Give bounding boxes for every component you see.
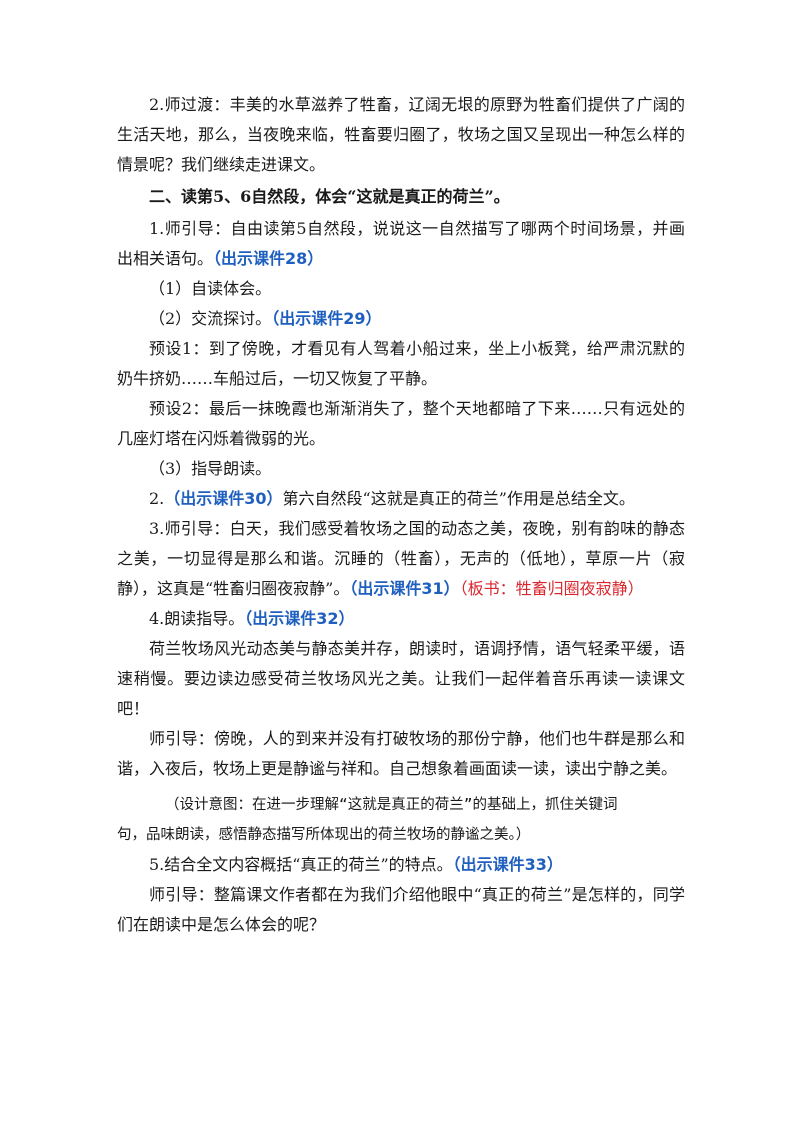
paragraph-text: 预设1：到了傍晚，才看见有人驾着小船过来，坐上小板凳，给严肃沉默的奶牛挤奶……车… [117,339,685,388]
document-body: 2.师过渡：丰美的水草滋养了牲畜，辽阔无垠的原野为牲畜们提供了广阔的生活天地，那… [117,90,685,940]
note-text: （设计意图：在进一步理解“这就是真正的荷兰”的基础上，抓住关键词 [165,797,618,813]
paragraph-text: 荷兰牧场风光动态美与静态美并存，朗读时，语调抒情，语气轻柔平缓，语速稍慢。要边读… [117,639,685,718]
board-note: （板书：牲畜归圈夜寂静） [459,579,644,598]
paragraph-text: 4.朗读指导。 [149,609,245,628]
courseware-tag: （出示课件30） [164,489,283,508]
courseware-tag: （出示课件32） [244,609,355,628]
paragraph-text: 预设2：最后一抹晚霞也渐渐消失了，整个天地都暗了下来……只有远处的几座灯塔在闪烁… [117,399,685,448]
guide-paragraph-5: 5.结合全文内容概括“真正的荷兰”的特点。（出示课件33） [117,850,685,880]
heading-text: 二、读第5、6自然段，体会“这就是真正的荷兰”。 [149,187,510,206]
summary-paragraph: 2.（出示课件30）第六自然段“这就是真正的荷兰”作用是总结全文。 [117,484,685,514]
guide-paragraph-1: 1.师引导：自由读第5自然段，说说这一自然描写了哪两个时间场景，并画出相关语句。… [117,214,685,274]
section-heading: 二、读第5、6自然段，体会“这就是真正的荷兰”。 [117,180,685,214]
courseware-tag: （出示课件31） [349,579,460,598]
paragraph-text: 第六自然段“这就是真正的荷兰”作用是总结全文。 [282,489,635,508]
reading-guide-paragraph: 荷兰牧场风光动态美与静态美并存，朗读时，语调抒情，语气轻柔平缓，语速稍慢。要边读… [117,634,685,724]
note-text: 句，品味朗读，感悟静态描写所体现出的荷兰牧场的静谧之美。） [117,827,531,843]
step-self-read: （1）自读体会。 [117,274,685,304]
courseware-tag: （出示课件33） [452,855,563,874]
courseware-tag: （出示课件29） [271,309,382,328]
paragraph-text: （3）指导朗读。 [149,459,272,478]
step-guided-reading: （3）指导朗读。 [117,454,685,484]
paragraph-text: 5.结合全文内容概括“真正的荷兰”的特点。 [149,855,453,874]
closing-guide-paragraph: 师引导：整篇课文作者都在为我们介绍他眼中“真正的荷兰”是怎样的，同学们在朗读中是… [117,880,685,940]
paragraph-text: （2）交流探讨。 [149,309,272,328]
transition-paragraph: 2.师过渡：丰美的水草滋养了牲畜，辽阔无垠的原野为牲畜们提供了广阔的生活天地，那… [117,90,685,180]
teacher-guide-paragraph: 师引导：傍晚，人的到来并没有打破牧场的那份宁静，他们也牛群是那么和谐，入夜后，牧… [117,724,685,784]
paragraph-text: 师引导：整篇课文作者都在为我们介绍他眼中“真正的荷兰”是怎样的，同学们在朗读中是… [117,885,685,934]
design-intent-line-1: （设计意图：在进一步理解“这就是真正的荷兰”的基础上，抓住关键词 [117,790,685,820]
design-intent-line-2: 句，品味朗读，感悟静态描写所体现出的荷兰牧场的静谧之美。） [117,820,685,850]
courseware-tag: （出示课件28） [213,249,324,268]
preset-2: 预设2：最后一抹晚霞也渐渐消失了，整个天地都暗了下来……只有远处的几座灯塔在闪烁… [117,394,685,454]
step-discuss: （2）交流探讨。（出示课件29） [117,304,685,334]
paragraph-text: 3.师引导：白天，我们感受着牧场之国的动态之美，夜晚，别有韵味的静态之美，一切显… [117,519,685,598]
paragraph-text: 师引导：傍晚，人的到来并没有打破牧场的那份宁静，他们也牛群是那么和谐，入夜后，牧… [117,729,685,778]
paragraph-text: 1.师引导：自由读第5自然段，说说这一自然描写了哪两个时间场景，并画出相关语句。 [117,219,685,268]
paragraph-text: 2.师过渡：丰美的水草滋养了牲畜，辽阔无垠的原野为牲畜们提供了广阔的生活天地，那… [117,95,685,174]
reading-guide-heading: 4.朗读指导。（出示课件32） [117,604,685,634]
paragraph-text: （1）自读体会。 [149,279,272,298]
guide-paragraph-3: 3.师引导：白天，我们感受着牧场之国的动态之美，夜晚，别有韵味的静态之美，一切显… [117,514,685,604]
preset-1: 预设1：到了傍晚，才看见有人驾着小船过来，坐上小板凳，给严肃沉默的奶牛挤奶……车… [117,334,685,394]
list-number: 2. [149,489,165,508]
